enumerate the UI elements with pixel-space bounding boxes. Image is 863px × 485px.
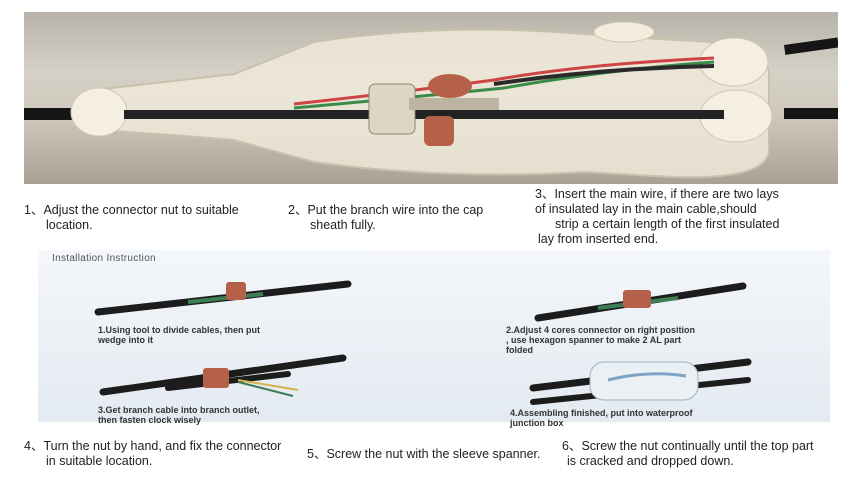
branch-inner-cable bbox=[493, 64, 715, 86]
step-3-line3: strip a certain length of the first insu… bbox=[555, 217, 780, 231]
step-5-line1: Screw the nut with the sleeve spanner. bbox=[326, 447, 541, 461]
installation-panel: Installation Instruction bbox=[38, 250, 830, 428]
connector-nut-top bbox=[428, 74, 472, 98]
caption-1-line2: wedge into it bbox=[98, 335, 153, 345]
step-3-number: 3、 bbox=[535, 187, 555, 201]
step-3-line1: Insert the main wire, if there are two l… bbox=[554, 187, 779, 201]
step-6-line1: Screw the nut continually until the top … bbox=[581, 439, 814, 453]
step-1-line1: Adjust the connector nut to suitable bbox=[43, 203, 239, 217]
figure-4 bbox=[529, 358, 752, 405]
panel-caption-3: 3.Get branch cable into branch outlet, t… bbox=[98, 405, 260, 425]
step-6-number: 6、 bbox=[562, 439, 582, 453]
installation-illustrations bbox=[94, 280, 752, 405]
product-photo bbox=[24, 12, 838, 184]
step-3-line2: of insulated lay in the main cable,shoul… bbox=[535, 202, 757, 216]
step-2: 2、Put the branch wire into the cap sheat… bbox=[288, 203, 483, 233]
caption-3-line1: 3.Get branch cable into branch outlet, bbox=[98, 405, 260, 415]
caption-2-line1: 2.Adjust 4 cores connector on right posi… bbox=[506, 325, 696, 335]
connector-clamp bbox=[409, 98, 499, 110]
connector-nut-bottom bbox=[424, 116, 454, 146]
figure-3 bbox=[99, 354, 347, 397]
red-wire bbox=[293, 56, 715, 106]
caption-2-line2: , use hexagon spanner to make 2 AL part bbox=[506, 335, 682, 345]
branch-cable-right bbox=[783, 37, 838, 55]
junction-box-illustration bbox=[24, 21, 838, 179]
caption-2-line3: folded bbox=[506, 345, 533, 355]
step-3: 3、Insert the main wire, if there are two… bbox=[535, 187, 779, 247]
step-3-line4: lay from inserted end. bbox=[538, 232, 659, 246]
step-6-line2: is cracked and dropped down. bbox=[567, 454, 734, 468]
step-4-line1: Turn the nut by hand, and fix the connec… bbox=[43, 439, 282, 453]
step-5: 5、Screw the nut with the sleeve spanner. bbox=[307, 447, 540, 462]
inner-main-cable bbox=[124, 110, 724, 119]
connector-body bbox=[368, 83, 416, 135]
top-cap-nut bbox=[593, 21, 655, 43]
main-cable-right bbox=[784, 108, 838, 119]
step-1-number: 1、 bbox=[24, 203, 44, 217]
caption-3-line2: then fasten clock wisely bbox=[98, 415, 202, 425]
panel-caption-4: 4.Assembling finished, put into waterpro… bbox=[510, 408, 693, 428]
caption-4-line2: junction box bbox=[510, 418, 564, 428]
caption-4-line1: 4.Assembling finished, put into waterpro… bbox=[510, 408, 693, 418]
step-1: 1、Adjust the connector nut to suitable l… bbox=[24, 203, 239, 233]
panel-caption-2: 2.Adjust 4 cores connector on right posi… bbox=[506, 325, 695, 355]
step-1-line2: location. bbox=[46, 218, 93, 232]
step-4-line2: in suitable location. bbox=[46, 454, 153, 468]
step-2-line1: Put the branch wire into the cap bbox=[307, 203, 484, 217]
figure-1 bbox=[94, 280, 352, 316]
figure-2 bbox=[534, 282, 747, 322]
step-4-number: 4、 bbox=[24, 439, 44, 453]
step-6: 6、Screw the nut continually until the to… bbox=[562, 439, 814, 469]
panel-caption-1: 1.Using tool to divide cables, then put … bbox=[98, 325, 260, 345]
panel-title: Installation Instruction bbox=[52, 253, 156, 264]
step-2-line2: sheath fully. bbox=[310, 218, 376, 232]
step-4: 4、Turn the nut by hand, and fix the conn… bbox=[24, 439, 281, 469]
step-2-number: 2、 bbox=[288, 203, 308, 217]
caption-1-line1: 1.Using tool to divide cables, then put bbox=[98, 325, 261, 335]
left-end-cap bbox=[70, 87, 128, 137]
main-cable-left bbox=[24, 108, 84, 120]
step-5-number: 5、 bbox=[307, 447, 327, 461]
